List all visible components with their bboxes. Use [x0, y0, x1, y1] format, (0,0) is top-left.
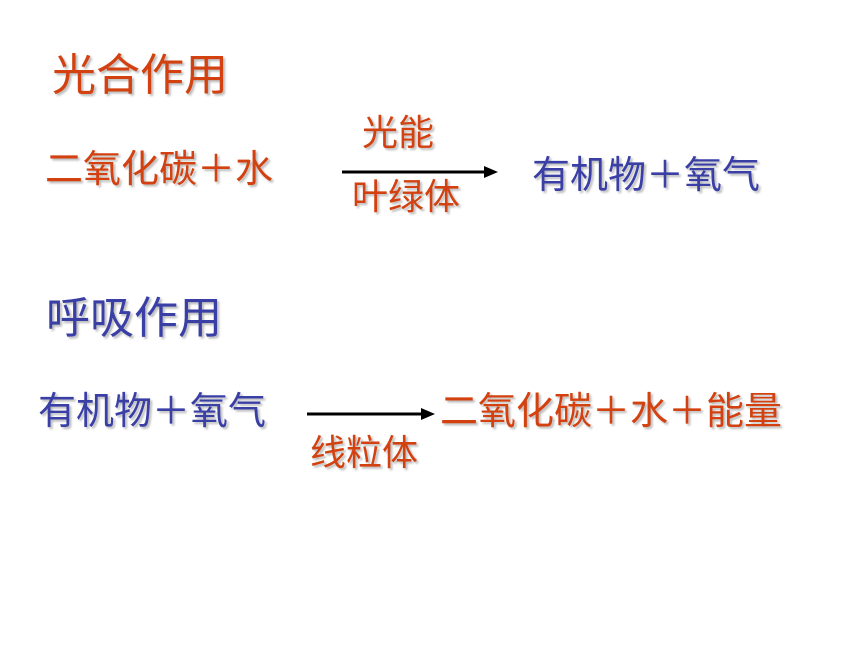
respiration-condition-mitochondria: 线粒体	[310, 433, 419, 474]
respiration-products: 二氧化碳＋水＋能量	[440, 389, 783, 433]
photosynthesis-arrow-icon	[342, 166, 498, 178]
respiration-title: 呼吸作用	[46, 293, 222, 344]
photosynthesis-title: 光合作用	[52, 50, 228, 101]
photosynthesis-condition-chloroplast: 叶绿体	[352, 177, 461, 218]
respiration-arrow-icon	[307, 408, 435, 420]
respiration-reactants: 有机物＋氧气	[38, 389, 267, 433]
photosynthesis-reactants: 二氧化碳＋水	[45, 147, 274, 191]
photosynthesis-condition-light: 光能	[362, 113, 435, 154]
photosynthesis-products: 有机物＋氧气	[532, 153, 761, 197]
